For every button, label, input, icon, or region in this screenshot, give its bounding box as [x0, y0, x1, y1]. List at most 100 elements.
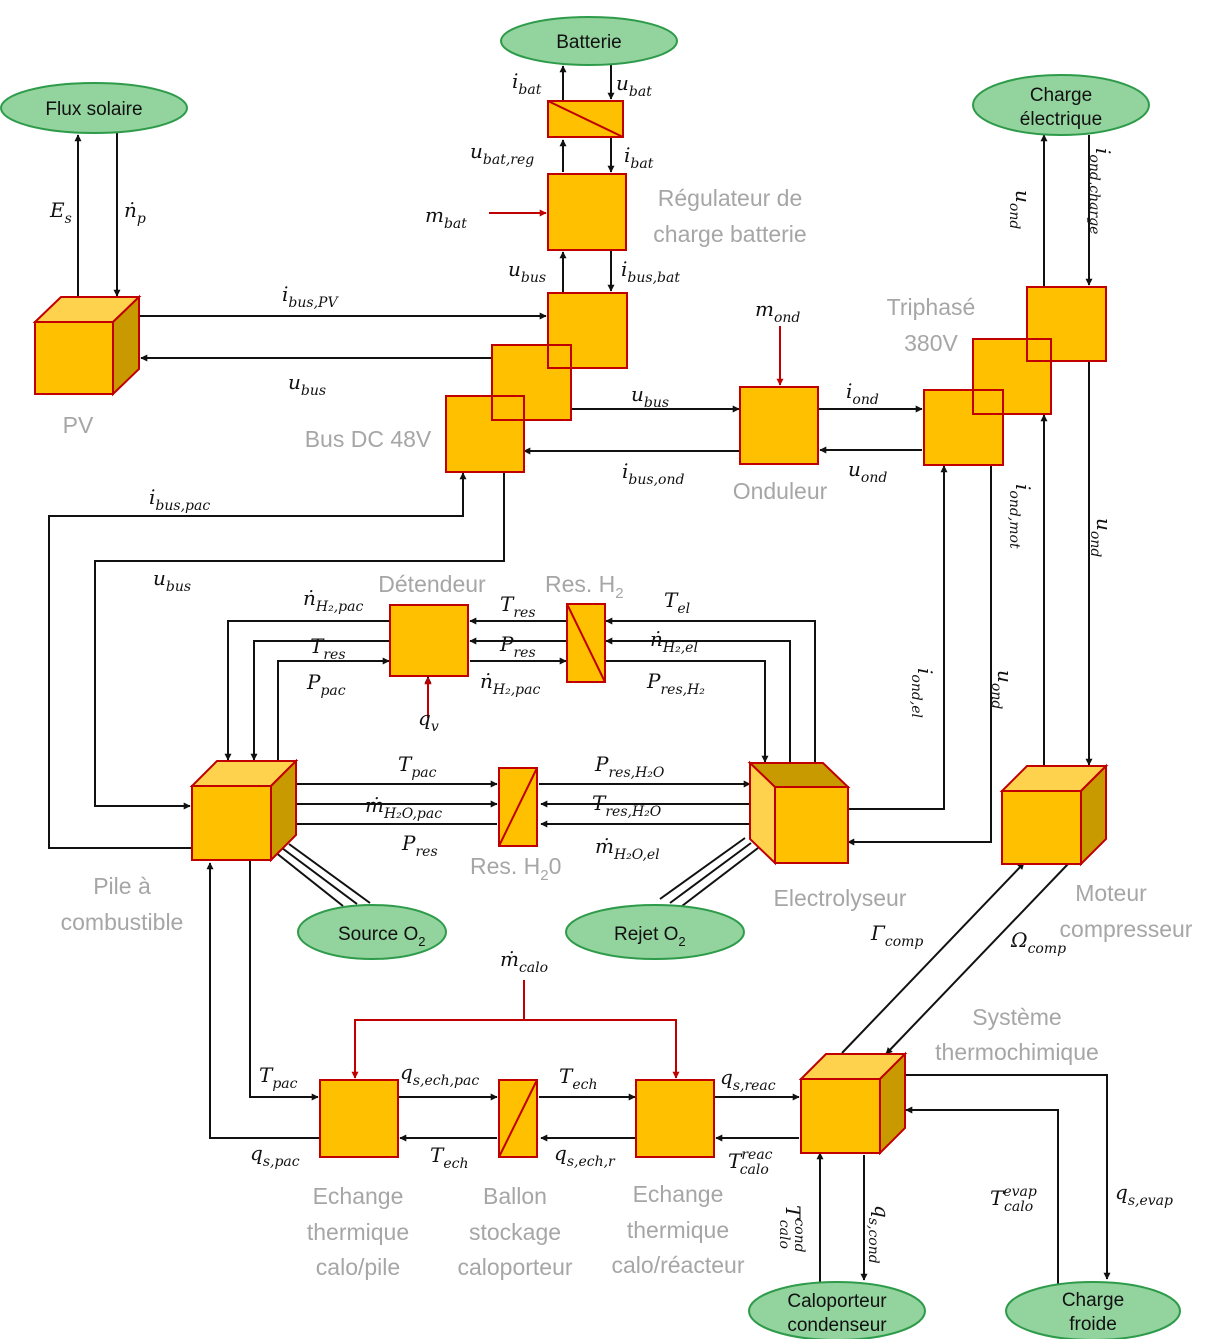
var-base: i [624, 143, 630, 167]
o2-source: Source O2 [297, 904, 447, 960]
connection-wires [48, 64, 1111, 1285]
svg-text:Batterie: Batterie [556, 32, 621, 53]
var-subscript: calo [776, 1220, 792, 1249]
var-u-ond-v2: uond [1087, 518, 1116, 557]
svg-text:Caloporteur: Caloporteur [787, 1291, 887, 1312]
var-i-bus-pac: ibus,pac [149, 485, 210, 514]
var-i-ond-el: iond,el [908, 668, 937, 718]
var-subscript: H₂O,el [613, 847, 660, 863]
var-base: i [622, 459, 628, 483]
svg-text:Triphasé: Triphasé [887, 294, 976, 320]
var-subscript: bat [630, 156, 653, 172]
var-q-v: qv [418, 706, 439, 735]
svg-text:Bus DC 48V: Bus DC 48V [305, 426, 432, 452]
svg-text:Système: Système [972, 1004, 1061, 1030]
svg-text:thermique: thermique [307, 1219, 409, 1245]
var-subscript: res,H₂O [608, 765, 664, 781]
var-subscript: p [137, 211, 146, 227]
cold-load-source: Charge froide [1005, 1281, 1181, 1339]
svg-text:combustible: combustible [61, 909, 184, 935]
var-base: ṁ [365, 793, 384, 817]
dc-bus-block [445, 292, 628, 473]
var-base: i [621, 257, 627, 281]
var-t-pac-2: Tpac [259, 1063, 298, 1092]
compressor-motor-block [999, 763, 1109, 867]
var-base: u [508, 257, 521, 281]
var-base: i [512, 69, 518, 93]
var-subscript: s,ech,r [567, 1154, 616, 1170]
var-i-bat-2: ibat [624, 143, 654, 172]
var-subscript: s [65, 211, 72, 227]
var-m-bat: mbat [425, 203, 467, 232]
var-base: P [594, 752, 609, 776]
var-subscript: pac [272, 1076, 297, 1092]
var-base: T [728, 1149, 743, 1173]
var-u-ond-1: uond [848, 457, 887, 486]
var-p-res-h2: Pres,H₂ [646, 669, 705, 698]
svg-text:caloporteur: caloporteur [457, 1254, 572, 1280]
var-u-bat-reg: ubat,reg [470, 139, 534, 168]
var-q-s-reac: qs,reac [720, 1065, 776, 1094]
var-subscript: bus [301, 383, 326, 399]
var-subscript: bat [444, 216, 467, 232]
svg-text:Source O2: Source O2 [338, 924, 426, 949]
var-base: u [1011, 190, 1035, 203]
battery-source: Batterie [500, 16, 678, 66]
var-subscript: s,evap [1128, 1193, 1173, 1209]
var-q-s-cond: qs,cond [865, 1205, 894, 1264]
var-subscript: bus,ond [628, 472, 684, 488]
svg-text:calo/réacteur: calo/réacteur [612, 1252, 745, 1278]
svg-text:froide: froide [1069, 1314, 1117, 1335]
battery-converter [547, 100, 624, 138]
var-subscript: res [513, 605, 535, 621]
var-base: T [592, 791, 607, 815]
var-u-ond-v1: uond [1006, 190, 1035, 229]
var-subscript: calo [740, 1162, 769, 1178]
svg-text:Pile à: Pile à [93, 873, 151, 899]
var-i-bus-ond: ibus,ond [622, 459, 684, 488]
svg-text:charge batterie: charge batterie [653, 221, 806, 247]
svg-text:380V: 380V [904, 330, 958, 356]
vertical-variable-labels: uond iond,charge iond,mot uond iond,el u… [776, 148, 1116, 1264]
var-n-h2-pac-2: ṅH₂,pac [480, 669, 540, 698]
electrolyser-block [747, 760, 851, 866]
svg-text:Flux solaire: Flux solaire [45, 99, 142, 120]
var-subscript: s,reac [733, 1078, 776, 1094]
var-subscript: ond [988, 683, 1004, 709]
storage-tank-block [498, 1079, 538, 1158]
var-gamma-comp: Γcomp [870, 921, 923, 950]
var-subscript: el [677, 601, 690, 617]
var-superscript: reac [741, 1147, 772, 1163]
var-base: T [398, 752, 413, 776]
svg-text:Onduleur: Onduleur [733, 478, 828, 504]
var-n-p: ṅp [124, 198, 146, 227]
var-subscript: H₂O,pac [383, 806, 442, 822]
pv-block [32, 294, 142, 397]
svg-text:Rejet O2: Rejet O2 [614, 924, 686, 949]
var-q-s-ech-r: qs,ech,r [554, 1141, 616, 1170]
var-base: i [149, 485, 155, 509]
var-superscript: cond [791, 1218, 807, 1252]
var-n-h2-pac-1: ṅH₂,pac [303, 586, 363, 615]
svg-text:Moteur: Moteur [1075, 880, 1147, 906]
var-base: ṁ [500, 947, 519, 971]
var-base: T [664, 588, 679, 612]
var-base: u [153, 566, 166, 590]
svg-text:calo/pile: calo/pile [316, 1254, 400, 1280]
battery-regulator-block [547, 173, 627, 251]
svg-text:thermique: thermique [627, 1217, 729, 1243]
var-base: T [559, 1064, 574, 1088]
var-subscript: ond [861, 470, 887, 486]
component-labels: Régulateur de charge batterie PV Bus DC … [61, 185, 1193, 1280]
var-base: m [425, 203, 444, 227]
var-base: T [430, 1143, 445, 1167]
var-u-ond-v3: uond [988, 670, 1017, 709]
var-subscript: ond [852, 392, 878, 408]
control-arrows [351, 209, 784, 1079]
var-base: Γ [870, 921, 886, 945]
thermochemical-system-block [798, 1051, 908, 1156]
var-m-h2o-pac: ṁH₂O,pac [365, 793, 442, 822]
svg-text:Electrolyseur: Electrolyseur [774, 885, 907, 911]
